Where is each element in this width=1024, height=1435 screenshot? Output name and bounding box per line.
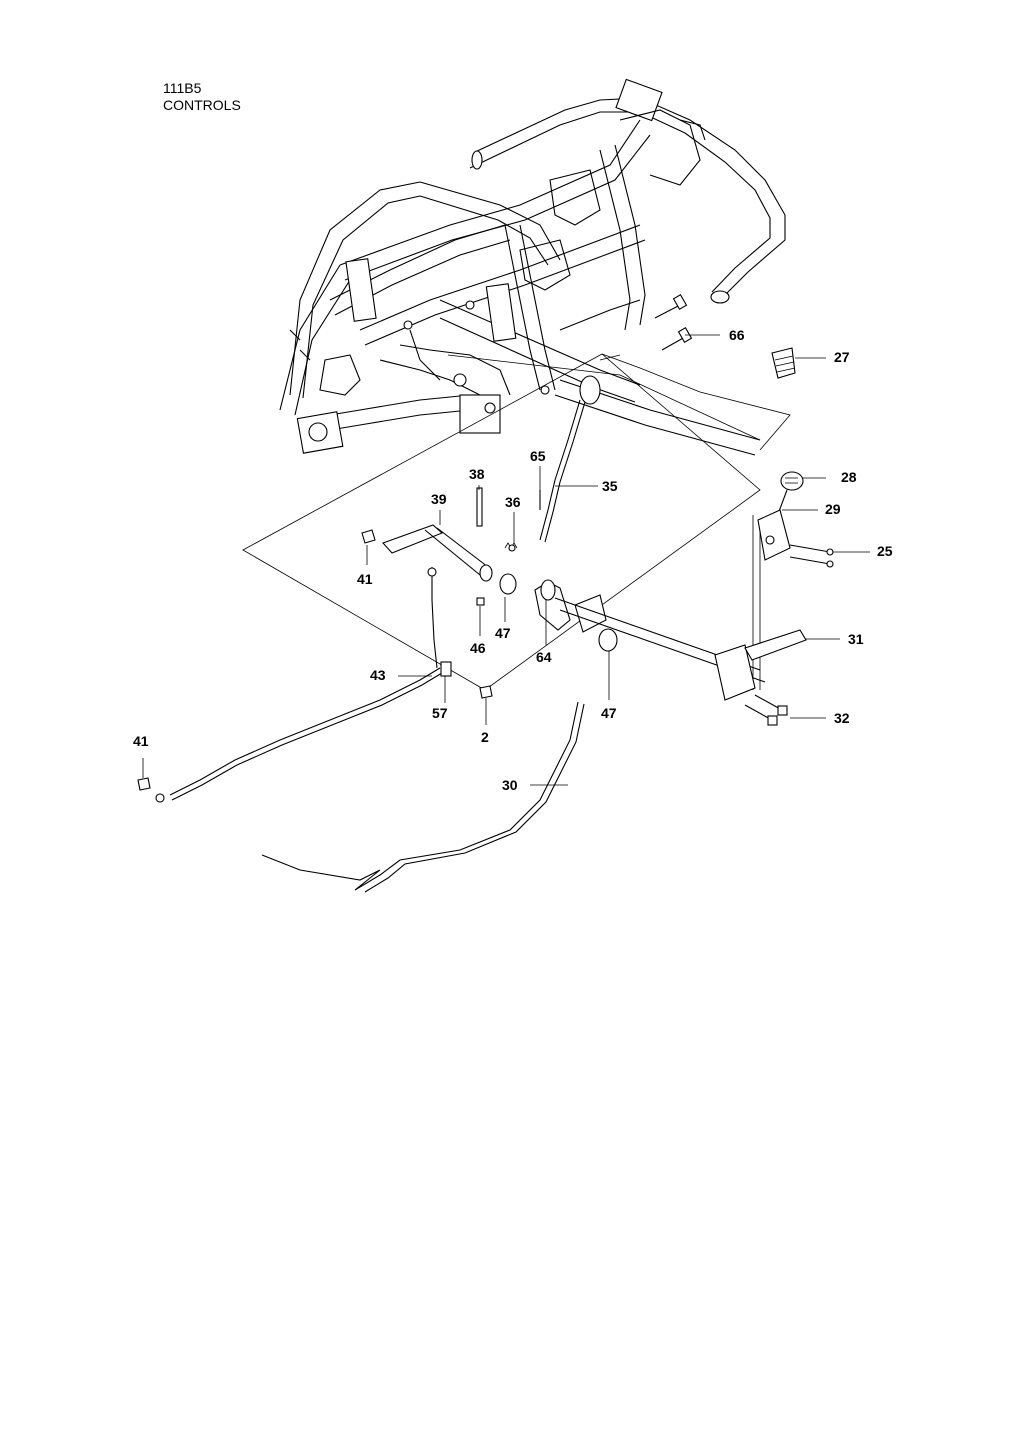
callout-27: 27	[834, 349, 850, 365]
guide-lines	[242, 353, 791, 691]
callout-46: 46	[470, 640, 486, 656]
callout-41-top: 41	[357, 571, 373, 587]
callout-43: 43	[370, 667, 386, 683]
callout-65: 65	[530, 448, 546, 464]
chassis-frame	[279, 78, 786, 456]
callout-41-bottom: 41	[133, 733, 149, 749]
callout-66: 66	[729, 327, 745, 343]
callout-47-lower: 47	[601, 705, 617, 721]
diagram-code: 111B5	[163, 80, 202, 96]
callout-30: 30	[502, 777, 518, 793]
callout-labels: 66 27 65 35 38 39 36 28 29 25 41 47 46 6…	[133, 327, 893, 793]
parts	[137, 294, 834, 893]
callout-47-upper: 47	[495, 625, 511, 641]
callout-25: 25	[877, 543, 893, 559]
callout-36: 36	[505, 494, 521, 510]
diagram-header: 111B5 CONTROLS	[163, 80, 241, 114]
callout-28: 28	[841, 469, 857, 485]
callout-31: 31	[848, 631, 864, 647]
callout-57: 57	[432, 705, 448, 721]
callout-leaders	[142, 334, 870, 786]
diagram-title: CONTROLS	[163, 97, 241, 113]
callout-29: 29	[825, 501, 841, 517]
callout-64: 64	[536, 649, 552, 665]
callout-35: 35	[602, 478, 618, 494]
callout-39: 39	[431, 491, 447, 507]
callout-32: 32	[834, 710, 850, 726]
callout-38: 38	[469, 466, 485, 482]
callout-2: 2	[481, 729, 489, 745]
